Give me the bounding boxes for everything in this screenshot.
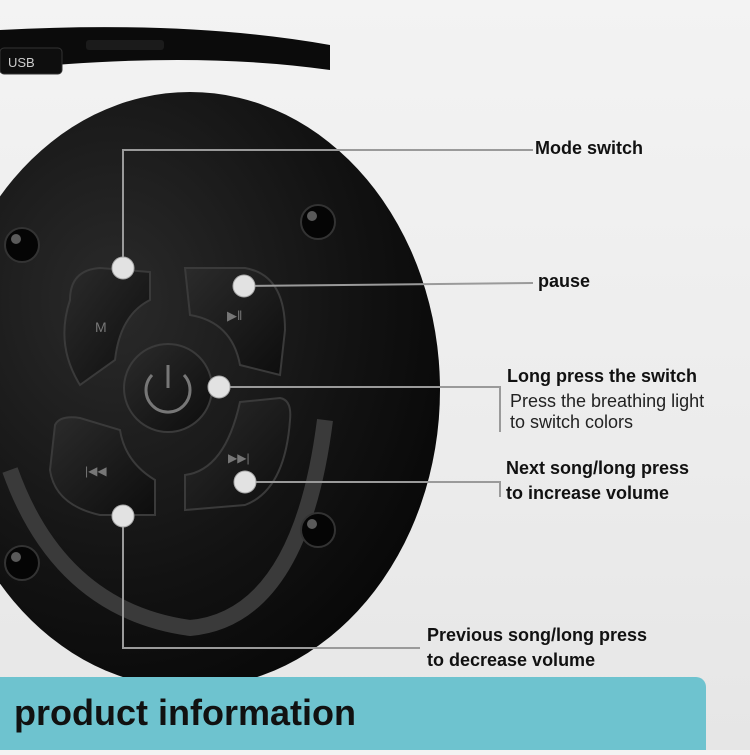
- leader-pause: [243, 282, 534, 287]
- next-icon: ▶▶|: [228, 451, 250, 465]
- usb-label: USB: [8, 55, 35, 70]
- callout-previous-2: to decrease volume: [427, 650, 596, 670]
- callout-pause: pause: [538, 271, 591, 291]
- callout-power-desc-1: Press the breathing light: [510, 391, 705, 411]
- power-button[interactable]: [123, 343, 213, 433]
- screw-top-right: [300, 204, 336, 240]
- product-info-title: product information: [14, 692, 356, 733]
- callout-previous-1: Previous song/long press: [427, 625, 648, 645]
- callout-next-2: to increase volume: [506, 483, 670, 503]
- previous-button[interactable]: |◀◀: [48, 416, 156, 516]
- leader-next: [245, 481, 501, 497]
- dot-previous: [111, 504, 135, 528]
- leader-lines: [122, 149, 534, 649]
- leader-power: [219, 386, 501, 432]
- dot-pause: [232, 274, 256, 298]
- dot-next: [233, 470, 257, 494]
- speaker-body: [0, 27, 440, 688]
- previous-icon: |◀◀: [85, 464, 107, 478]
- product-info-banner: [0, 677, 706, 750]
- callout-power-desc-2: to switch colors: [510, 412, 634, 432]
- callout-next-1: Next song/long press: [506, 458, 690, 478]
- mode-button[interactable]: M: [63, 266, 151, 387]
- play-pause-button[interactable]: ▶‖: [183, 267, 287, 377]
- callout-power-title: Long press the switch: [507, 366, 698, 386]
- dot-mode: [111, 256, 135, 280]
- screw-bottom-right: [300, 512, 336, 548]
- callout-mode-switch: Mode switch: [535, 138, 644, 158]
- mode-icon: M: [95, 319, 107, 335]
- callout-dots: [111, 256, 257, 528]
- leader-previous: [122, 516, 420, 649]
- usb-port: USB: [0, 40, 164, 75]
- play-pause-icon: ▶‖: [227, 308, 242, 323]
- screw-left: [4, 227, 40, 263]
- dot-power: [207, 375, 231, 399]
- screw-bottom-left: [4, 545, 40, 581]
- leader-mode: [122, 149, 533, 268]
